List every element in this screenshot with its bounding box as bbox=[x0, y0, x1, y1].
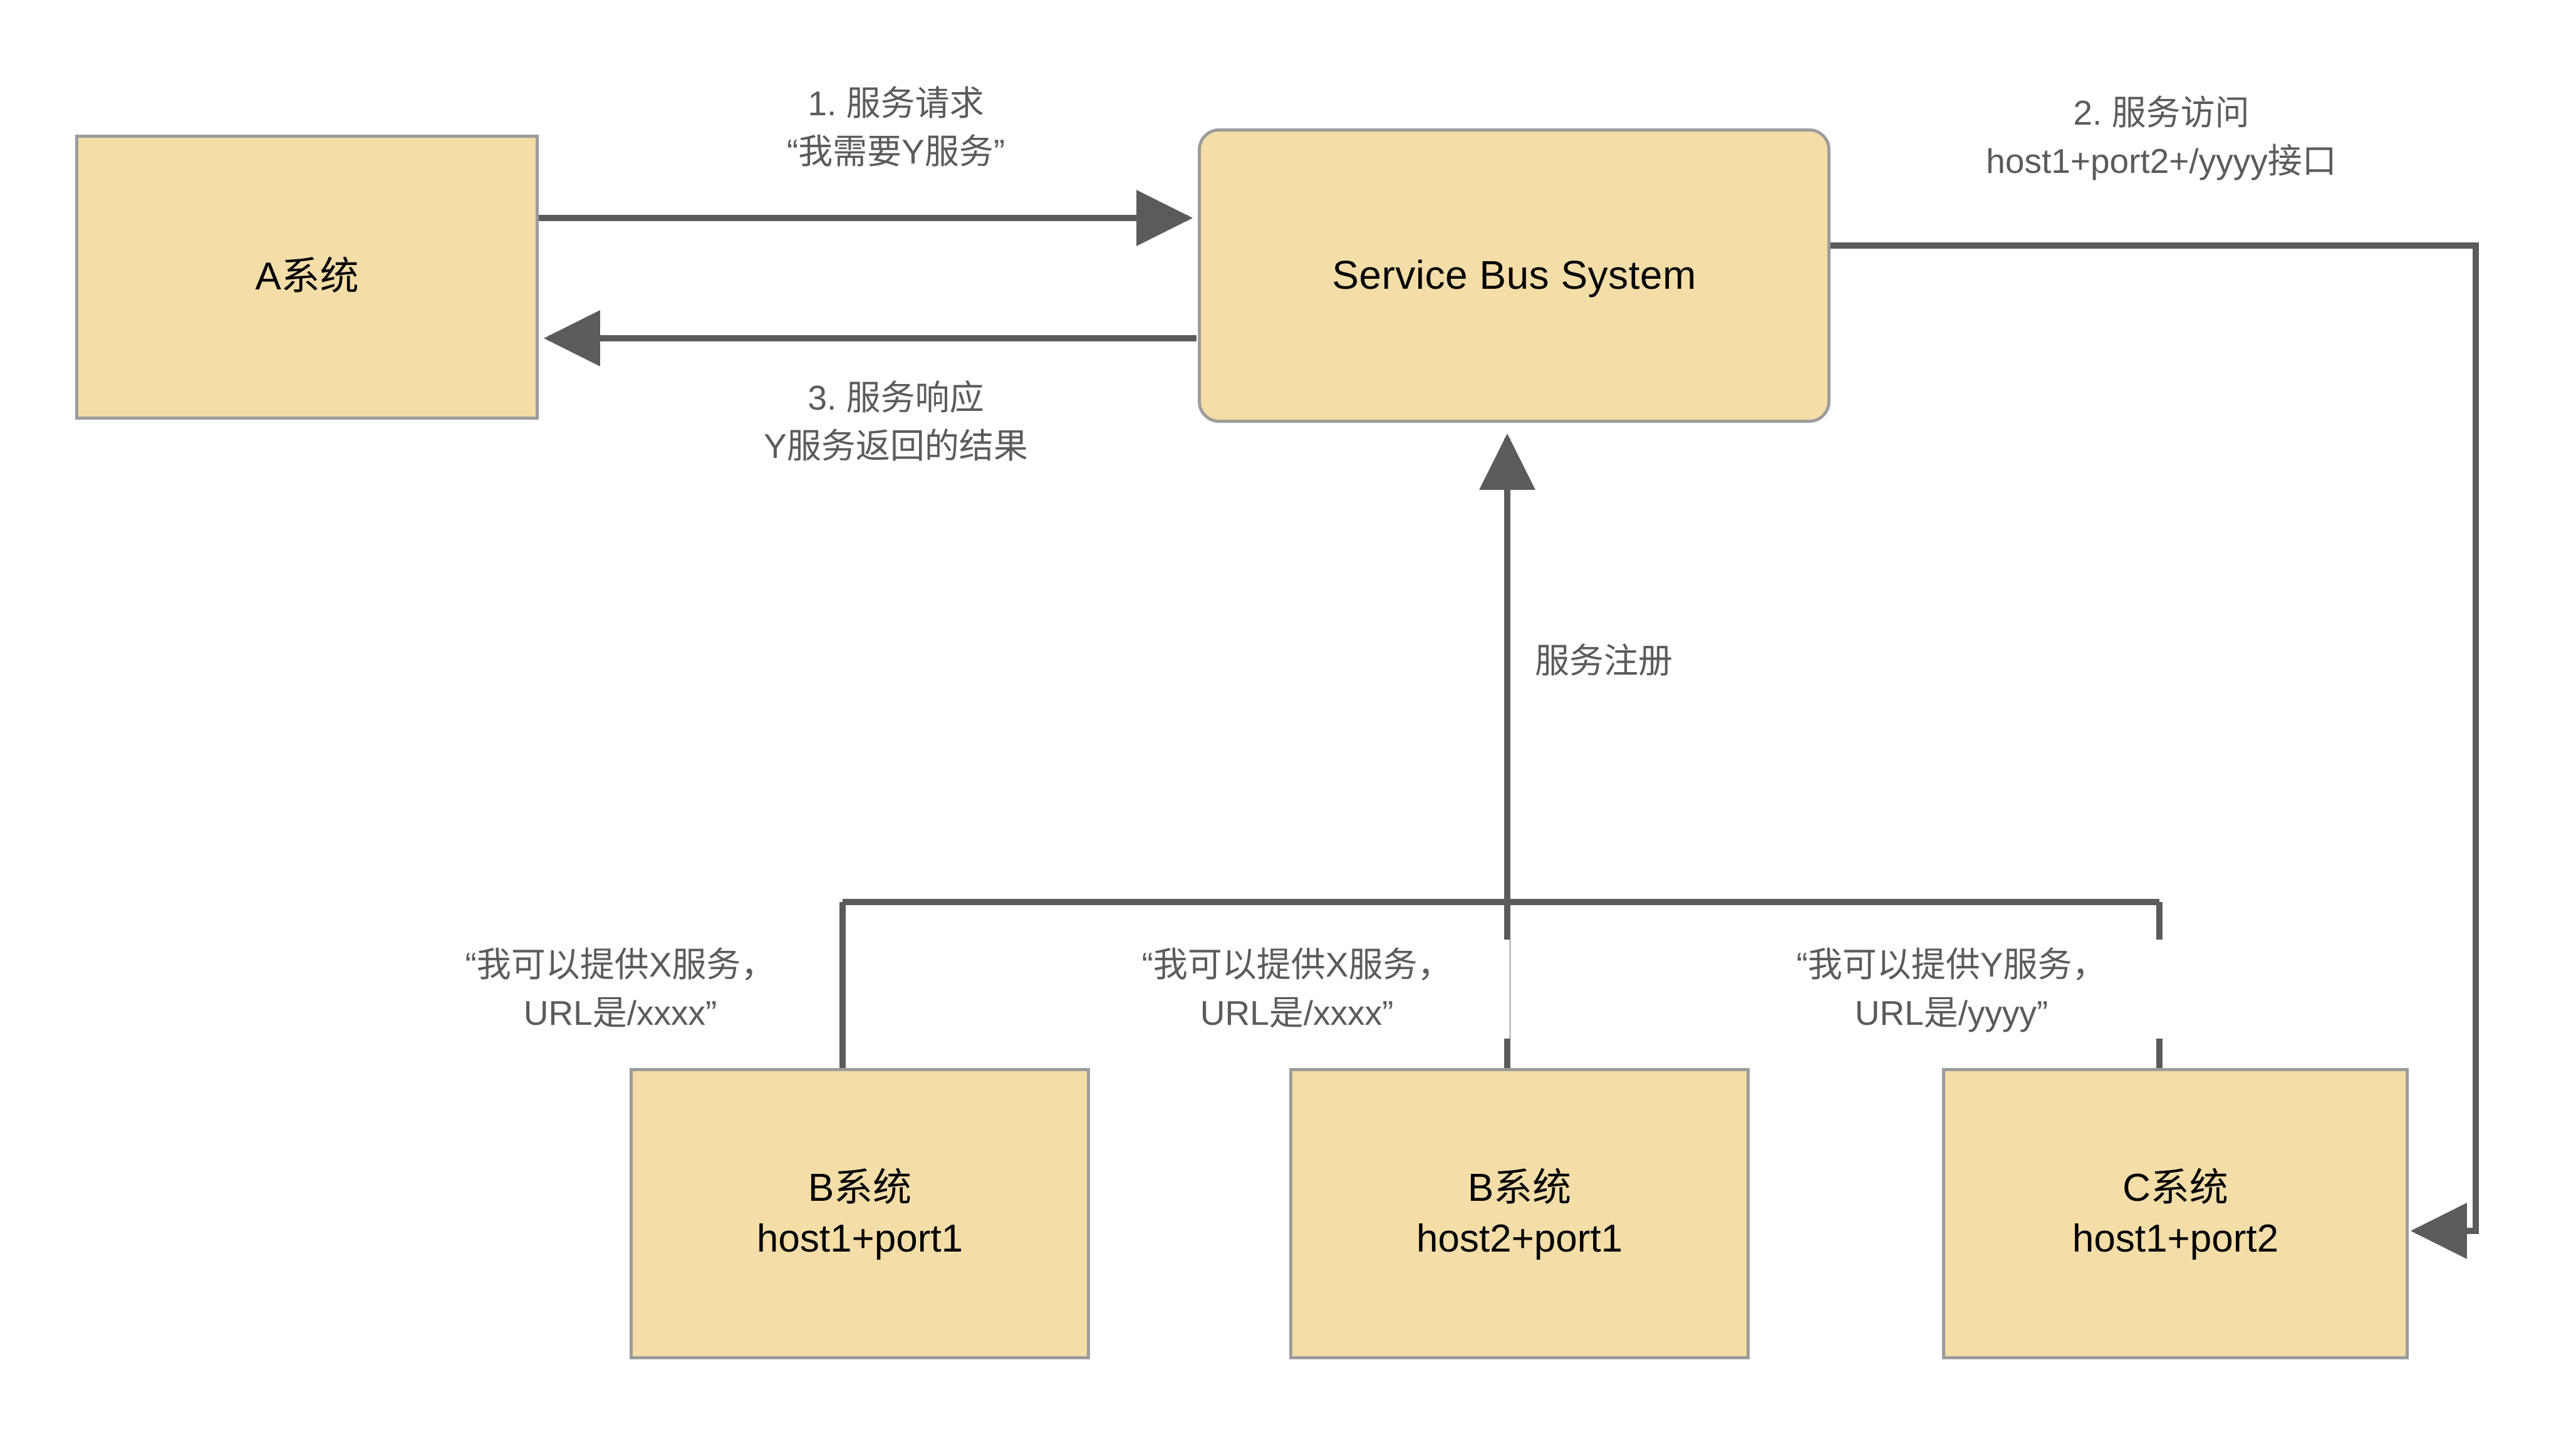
node-system-c-label: C系统 bbox=[2122, 1166, 2228, 1210]
node-system-c-sublabel: host1+port2 bbox=[2072, 1216, 2279, 1260]
node-system-a[interactable]: A系统 bbox=[75, 135, 539, 420]
node-system-b1-label: B系统 bbox=[808, 1166, 912, 1210]
node-system-c[interactable]: C系统 host1+port2 bbox=[1942, 1068, 2409, 1359]
node-system-b2-sublabel: host2+port1 bbox=[1416, 1216, 1623, 1260]
edge-label-register-b2: “我可以提供X服务， URL是/xxxx” bbox=[1084, 940, 1510, 1039]
node-system-b2[interactable]: B系统 host2+port1 bbox=[1289, 1068, 1750, 1359]
node-service-bus[interactable]: Service Bus System bbox=[1198, 128, 1831, 423]
node-system-b1[interactable]: B系统 host1+port1 bbox=[630, 1068, 1090, 1359]
edge-label-register-c: “我可以提供Y服务， URL是/yyyy” bbox=[1738, 940, 2164, 1039]
node-system-a-label: A系统 bbox=[255, 255, 359, 299]
edge-label-service-access: 2. 服务访问 host1+port2+/yyyy接口 bbox=[1892, 88, 2431, 187]
edge-label-service-request: 1. 服务请求 “我需要Y服务” bbox=[708, 78, 1084, 177]
node-system-b1-sublabel: host1+port1 bbox=[756, 1216, 963, 1260]
edge-label-register-b1: “我可以提供X服务， URL是/xxxx” bbox=[407, 940, 833, 1039]
node-system-b2-label: B系统 bbox=[1467, 1166, 1572, 1210]
edge-label-service-registration: 服务注册 bbox=[1529, 639, 1767, 683]
edge-label-service-response: 3. 服务响应 Y服务返回的结果 bbox=[692, 373, 1099, 472]
node-service-bus-label: Service Bus System bbox=[1332, 252, 1696, 298]
